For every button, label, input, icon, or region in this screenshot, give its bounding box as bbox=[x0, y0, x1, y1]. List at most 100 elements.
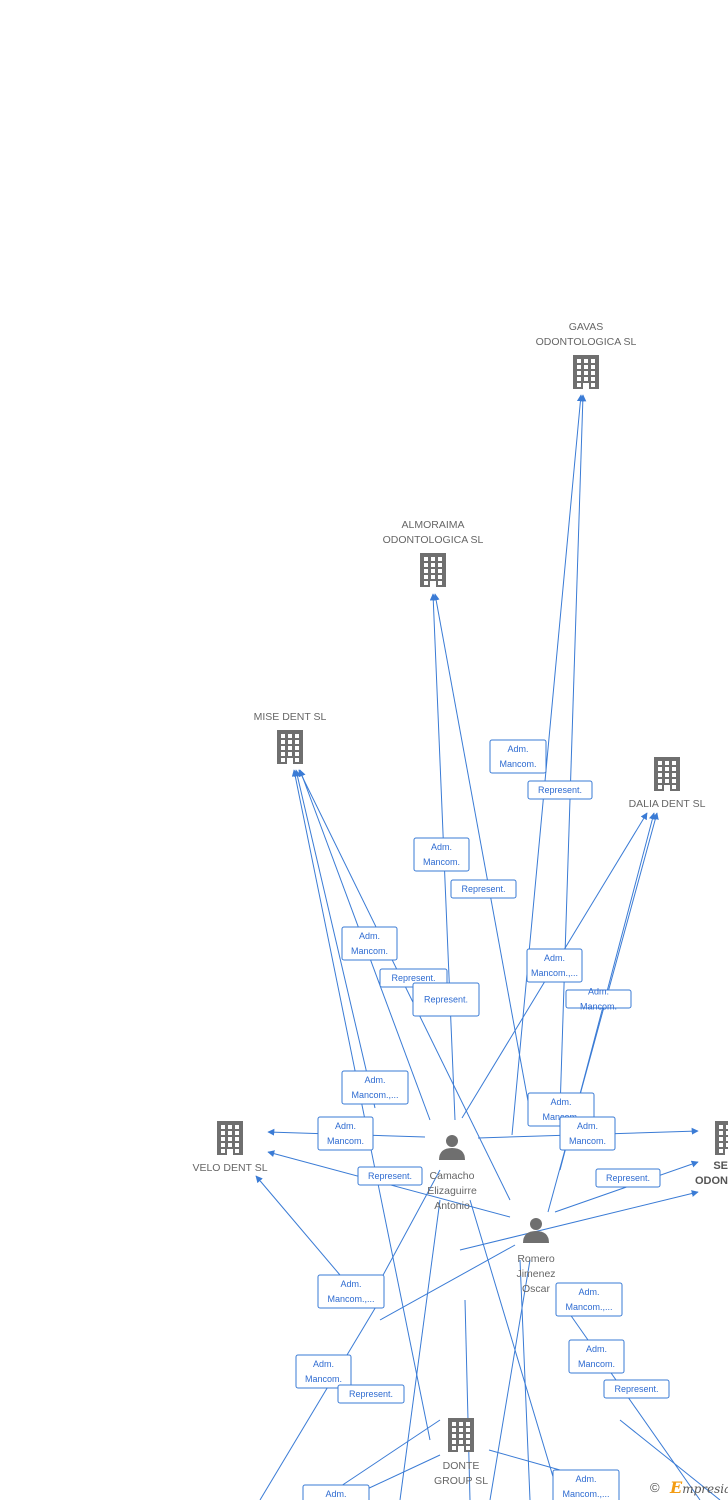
edge-label-l22[interactable]: Adm.Mancom.,... bbox=[302, 1484, 370, 1500]
edge-line bbox=[379, 1244, 516, 1321]
edge-label-text: Represent. bbox=[391, 973, 435, 983]
company-name: ODON bbox=[695, 1175, 728, 1187]
person-name: Romero bbox=[517, 1253, 555, 1265]
edge-label-box bbox=[559, 1116, 616, 1151]
edge-label-text: Represent. bbox=[538, 785, 582, 795]
company-name: MISE DENT SL bbox=[254, 711, 327, 723]
person-icon bbox=[439, 1135, 465, 1160]
edge-label-box bbox=[302, 1484, 370, 1500]
edge-label-l23[interactable]: Adm. Mancom.,... bbox=[552, 1469, 620, 1500]
edge-label-box bbox=[552, 1469, 620, 1500]
edge-label-l4[interactable]: Represent. bbox=[450, 879, 517, 899]
edge-label-l1[interactable]: Adm.Mancom. bbox=[489, 739, 547, 774]
empresia-logo[interactable]: Empresia bbox=[670, 1478, 728, 1497]
edge-label-box bbox=[412, 982, 480, 1017]
edge-label-l2[interactable]: Represent. bbox=[527, 780, 593, 800]
edge-label-text: Mancom.,... bbox=[531, 968, 578, 978]
edge-label-l17[interactable]: Adm.Mancom.,... bbox=[555, 1282, 623, 1317]
edge-label-text: Represent. bbox=[349, 1389, 393, 1399]
edge-label-l18[interactable]: Adm. Mancom. bbox=[295, 1354, 352, 1389]
edge-label-text: Mancom.,... bbox=[562, 1489, 609, 1499]
edge-label-l21[interactable]: Represent. bbox=[603, 1379, 670, 1399]
edge-label-text: Mancom. bbox=[499, 759, 536, 769]
edge-label-l5[interactable]: Adm.Mancom. bbox=[341, 926, 398, 961]
edge-label-text: Adm. bbox=[431, 842, 452, 852]
edge-line bbox=[488, 1449, 561, 1471]
edge-label-text: Adm. bbox=[313, 1359, 334, 1369]
edge-label-text: Adm. bbox=[544, 953, 565, 963]
edge-label-text: Adm. bbox=[575, 1474, 596, 1484]
edge-line bbox=[259, 1299, 381, 1500]
edges bbox=[255, 394, 721, 1500]
edge-line bbox=[459, 1190, 699, 1251]
edge-label-box bbox=[595, 1168, 661, 1188]
company-node-almoraima[interactable]: ALMORAIMA ODONTOLOGICA SL bbox=[383, 519, 484, 587]
edge-line bbox=[364, 1454, 441, 1491]
edge-label-text: Mancom. bbox=[327, 1136, 364, 1146]
edge-line bbox=[255, 1175, 341, 1276]
edge-label-l20[interactable]: Represent. bbox=[337, 1384, 405, 1404]
edge-label-box bbox=[295, 1354, 352, 1389]
building-icon bbox=[715, 1121, 728, 1155]
company-node-mise[interactable]: MISE DENT SL bbox=[254, 711, 327, 764]
company-node-velo[interactable]: VELO DENT SL bbox=[192, 1121, 268, 1174]
building-icon bbox=[654, 757, 680, 791]
edge-label-l11[interactable]: Adm.Mancom. bbox=[317, 1116, 374, 1151]
edge-label-text: Mancom.,... bbox=[351, 1090, 398, 1100]
edge-label-l15[interactable]: Represent. bbox=[595, 1168, 661, 1188]
company-name: DALIA DENT SL bbox=[629, 798, 706, 810]
edge-label-box bbox=[489, 739, 547, 774]
edge-label-l19[interactable]: Adm.Mancom. bbox=[568, 1339, 625, 1374]
edge-label-text: Mancom. bbox=[578, 1359, 615, 1369]
edge-label-box bbox=[565, 989, 632, 1009]
edge-label-l7[interactable]: Adm. Mancom.,... bbox=[526, 948, 583, 983]
edge-label-l14[interactable]: Represent. bbox=[357, 1166, 423, 1186]
edge-line bbox=[291, 769, 431, 1441]
edge-label-l16[interactable]: Adm.Mancom.,... bbox=[317, 1274, 385, 1309]
edge-label-l13[interactable]: Adm.Mancom. bbox=[559, 1116, 616, 1151]
edge-label-text: Adm. bbox=[325, 1489, 346, 1499]
building-icon bbox=[573, 355, 599, 389]
edge-label-text: Represent. bbox=[424, 995, 468, 1005]
edge-label-text: Adm. bbox=[359, 931, 380, 941]
company-name: GAVAS bbox=[569, 321, 604, 333]
person-name: Oscar bbox=[522, 1283, 551, 1295]
edge-label-box bbox=[317, 1116, 374, 1151]
company-node-se_odo[interactable]: SE ODON bbox=[695, 1121, 728, 1187]
company-name: ODONTOLOGICA SL bbox=[383, 534, 484, 546]
edge-line bbox=[469, 1199, 561, 1500]
company-name: DONTE bbox=[443, 1460, 480, 1472]
edge-label-box bbox=[413, 837, 470, 872]
edge-line bbox=[519, 1259, 531, 1500]
brand-rest: mpresia bbox=[682, 1482, 728, 1496]
edge-label-text: Represent. bbox=[461, 884, 505, 894]
edge-label-l9[interactable]: Represent. bbox=[412, 982, 480, 1017]
company-name: SE bbox=[713, 1160, 728, 1172]
company-name: ALMORAIMA bbox=[401, 519, 464, 531]
edge-label-text: Adm. bbox=[364, 1075, 385, 1085]
edge-label-l8[interactable]: Adm.Mancom. bbox=[565, 987, 632, 1012]
person-name: Camacho bbox=[430, 1170, 475, 1182]
edge-label-box bbox=[526, 948, 583, 983]
edge-label-text: Represent. bbox=[614, 1384, 658, 1394]
company-name: VELO DENT SL bbox=[192, 1162, 267, 1174]
edge-line bbox=[559, 1299, 701, 1500]
edge-label-text: Mancom. bbox=[305, 1374, 342, 1384]
edge-label-box bbox=[337, 1384, 405, 1404]
edge-label-box bbox=[357, 1166, 423, 1186]
edge-label-text: Mancom.,... bbox=[565, 1302, 612, 1312]
edge-label-l3[interactable]: Adm.Mancom. bbox=[413, 837, 470, 872]
edge-line bbox=[464, 1299, 471, 1500]
person-icon bbox=[523, 1218, 549, 1243]
person-name: Jimenez bbox=[516, 1268, 555, 1280]
company-node-dalia[interactable]: DALIA DENT SL bbox=[629, 757, 706, 810]
edge-label-box bbox=[555, 1282, 623, 1317]
edge-label-l10[interactable]: Adm. Mancom.,... bbox=[341, 1070, 409, 1105]
person-name: Antonio bbox=[434, 1200, 470, 1212]
